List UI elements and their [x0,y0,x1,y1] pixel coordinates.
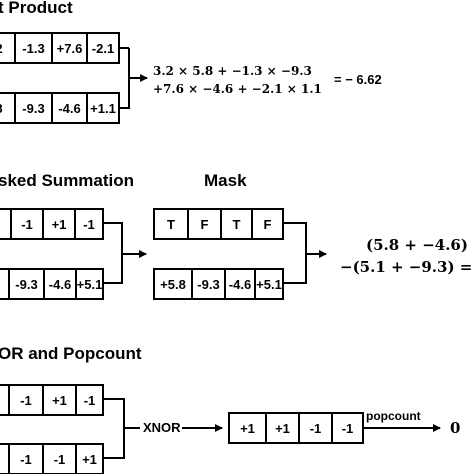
vector-cell: +1 [75,445,102,473]
vector-cell: +1.1 [86,94,118,122]
popcount-label: popcount [366,409,421,423]
vector-cell: -1 [8,445,42,473]
masked-summation-vector-a: -1 +1 -1 [0,208,104,240]
vector-cell: +5.1 [75,270,102,298]
vector-cell: 8 [0,270,8,298]
dot-product-vector-b: 8 -9.3 -4.6 +1.1 [0,92,120,124]
xnor-result-vector: +1 +1 -1 -1 [228,412,364,444]
masked-summation-title: sked Summation [0,171,135,190]
dot-product-result: = − 6.62 [334,72,382,87]
vector-cell: +1 [265,414,298,442]
vector-cell: -1 [74,210,102,238]
vector-cell: -9.3 [191,270,224,298]
masked-values-vector: +5.8 -9.3 -4.6 +5.1 [153,268,284,300]
masked-summation-merge-arrow [104,222,147,284]
vector-cell: -1 [42,445,75,473]
vector-cell: +5.8 [160,276,186,292]
vector-cell: -1 [8,386,42,414]
dot-product-title: t Product [0,0,73,17]
vector-cell: +7.6 [51,34,86,62]
dot-product-vector-a: 2 -1.3 +7.6 -2.1 [0,32,120,64]
vector-cell: 8 [0,94,14,122]
vector-cell [0,210,10,238]
vector-cell: -1.3 [14,34,51,62]
vector-cell: -9.3 [14,94,51,122]
dot-product-expression-line1: 3.2 × 5.8 + −1.3 × −9.3 [153,64,312,78]
vector-cell: -4.6 [224,270,254,298]
xnor-label: XNOR [143,420,181,435]
vector-cell: +1 [42,386,75,414]
dot-product-merge-arrow [120,47,148,109]
mask-cell: T [220,210,251,238]
vector-cell: +1 [42,210,74,238]
vector-cell: -4.6 [51,94,86,122]
masked-sum-expression-line2: −(5.1 + −9.3) = [340,258,473,276]
xnor-merge-arrow [104,398,140,459]
dot-product-expression-line2: +7.6 × −4.6 + −2.1 × 1.1 [153,82,322,96]
popcount-result: 0 [450,419,461,437]
vector-cell: -1 [10,210,42,238]
mask-cell: T [167,216,175,232]
mask-merge-arrow [284,222,327,284]
vector-cell: -2.1 [86,34,118,62]
masked-sum-expression-line1: (5.8 + −4.6) [366,236,468,254]
vector-cell: -1 [75,386,102,414]
masked-summation-vector-b: 8 -9.3 -4.6 +5.1 [0,268,104,300]
mask-vector: T F T F [153,208,284,240]
vector-cell: -9.3 [8,270,43,298]
vector-cell: 2 [0,34,14,62]
xnor-vector-a: -1 +1 -1 [0,384,104,416]
mask-title: Mask [204,171,247,190]
vector-cell: -4.6 [43,270,75,298]
vector-cell [0,445,8,473]
vector-cell: -1 [331,414,362,442]
vector-cell: -1 [298,414,331,442]
vector-cell: +5.1 [254,270,282,298]
vector-cell: +1 [240,420,255,436]
mask-cell: F [251,210,282,238]
xnor-vector-b: -1 -1 +1 [0,443,104,474]
vector-cell [0,386,8,414]
xnor-popcount-title: OR and Popcount [0,344,142,363]
mask-cell: F [187,210,220,238]
